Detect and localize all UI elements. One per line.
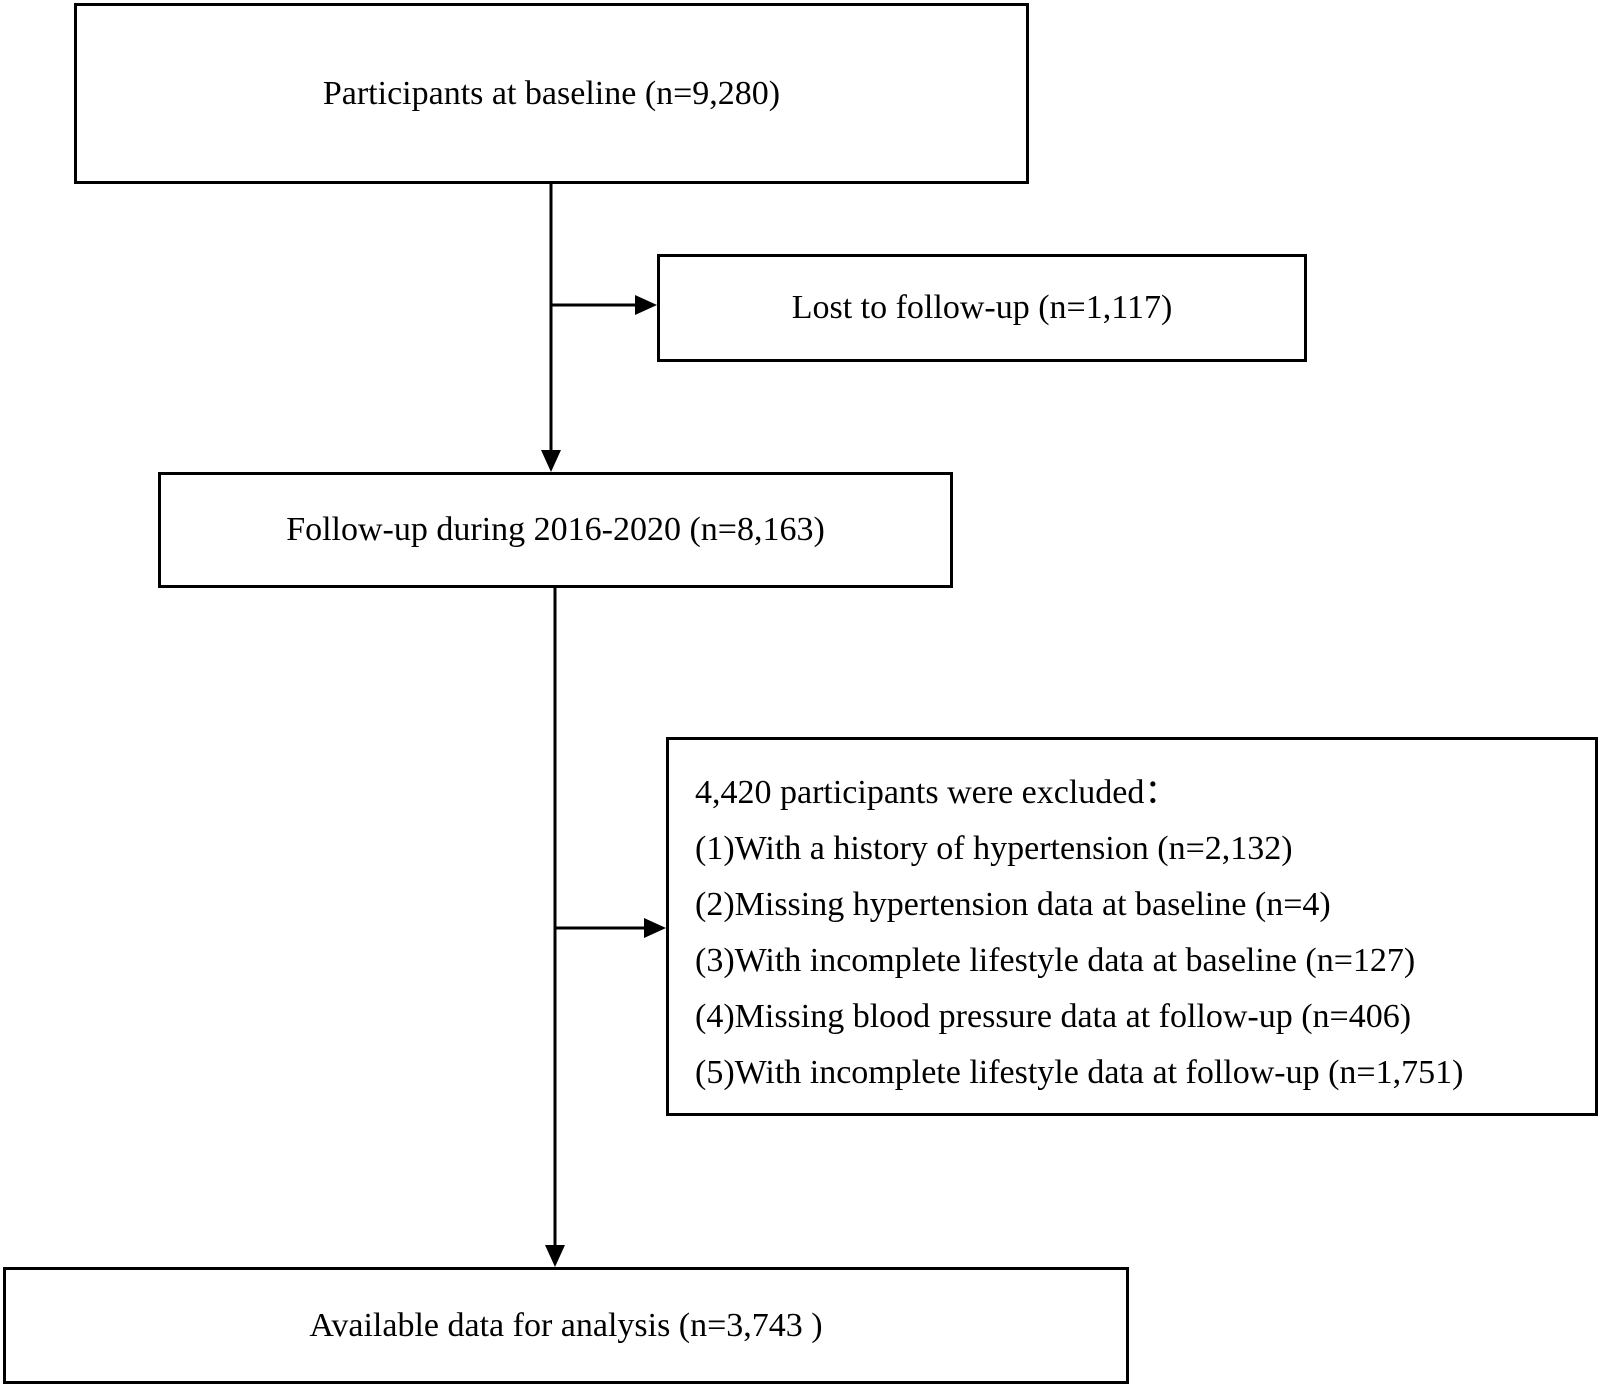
final-analysis-label: Available data for analysis (n=3,743 ) xyxy=(309,1306,823,1344)
arrowhead-excluded xyxy=(644,918,666,938)
lost-to-followup-box: Lost to follow-up (n=1,117) xyxy=(657,254,1307,362)
exclusion-item: (4)Missing blood pressure data at follow… xyxy=(695,998,1412,1035)
excluded-header: 4,420 participants were excluded： xyxy=(695,774,1179,811)
lost-to-followup-label: Lost to follow-up (n=1,117) xyxy=(791,289,1173,326)
excluded-box: 4,420 participants were excluded： (1)Wit… xyxy=(666,737,1598,1116)
followup-box: Follow-up during 2016-2020 (n=8,163) xyxy=(158,472,953,588)
followup-label: Follow-up during 2016-2020 (n=8,163) xyxy=(286,511,825,548)
baseline-label: Participants at baseline (n=9,280) xyxy=(322,74,781,112)
exclusion-item: (1)With a history of hypertension (n=2,1… xyxy=(695,830,1293,867)
arrowhead-final xyxy=(545,1245,565,1267)
final-analysis-box: Available data for analysis (n=3,743 ) xyxy=(3,1267,1129,1384)
baseline-box: Participants at baseline (n=9,280) xyxy=(74,3,1029,184)
arrowhead-lost xyxy=(635,295,657,315)
arrowhead-followup xyxy=(541,450,561,472)
exclusion-item: (5)With incomplete lifestyle data at fol… xyxy=(695,1054,1464,1091)
exclusion-item: (3)With incomplete lifestyle data at bas… xyxy=(695,942,1416,979)
exclusion-item: (2)Missing hypertension data at baseline… xyxy=(695,886,1331,923)
